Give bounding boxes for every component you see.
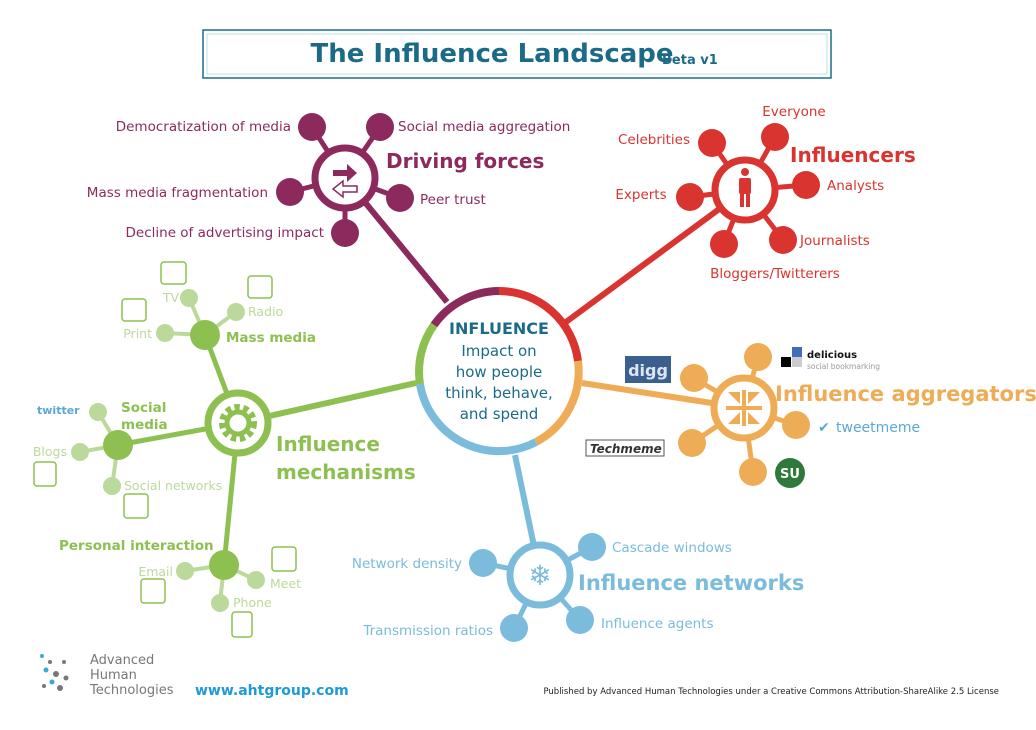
network-item: Cascade windows	[612, 540, 732, 556]
phone-label: Phone	[233, 595, 272, 610]
newspaper-icon	[121, 298, 147, 322]
center-node[interactable]: INFLUENCE Impact on how people think, be…	[415, 287, 583, 456]
svg-text:Technologies: Technologies	[89, 683, 174, 698]
mechanisms-cluster[interactable]: Influence mechanisms Mass media TV Radio…	[33, 261, 416, 638]
techmeme-logo[interactable]: Techmeme	[585, 439, 665, 457]
stumbleupon-logo[interactable]: SU	[775, 458, 805, 488]
people-icon	[271, 546, 297, 572]
svg-text:digg: digg	[628, 361, 668, 380]
mechanisms-label: Influence	[276, 432, 380, 456]
svg-text:Human: Human	[90, 668, 137, 683]
network-item: Transmission ratios	[362, 623, 493, 639]
mass-media-label: Mass media	[226, 330, 316, 346]
network-item: Network density	[352, 556, 462, 572]
social-media-label: Social	[121, 400, 166, 416]
website-link[interactable]: www.ahtgroup.com	[195, 683, 349, 699]
blog-icon	[33, 461, 57, 487]
networks-label: Influence networks	[578, 571, 804, 595]
version-label: Beta v1	[662, 53, 718, 68]
driving-item: Decline of advertising impact	[126, 225, 324, 241]
personal-interaction-label: Personal interaction	[59, 538, 214, 554]
driving-item: Democratization of media	[116, 119, 291, 135]
print-label: Print	[123, 326, 152, 341]
svg-text:SU: SU	[780, 467, 800, 482]
network-item: Influence agents	[601, 616, 714, 632]
network-snowflake-icon: ❄	[528, 559, 551, 592]
driving-item: Social media aggregation	[398, 119, 570, 135]
svg-text:Techmeme: Techmeme	[590, 442, 662, 456]
center-line: how people	[456, 363, 543, 381]
email-label: Email	[138, 564, 173, 579]
aht-logo	[40, 654, 69, 691]
center-line: and spend	[460, 405, 539, 423]
converging-arrows-icon	[726, 390, 762, 426]
center-line: think, behave,	[445, 384, 553, 402]
gear-icon	[219, 404, 257, 442]
driving-item: Mass media fragmentation	[87, 185, 268, 201]
networks-cluster[interactable]: ❄ Network density Cascade windows Transm…	[352, 533, 805, 642]
svg-text:Advanced: Advanced	[90, 653, 154, 668]
tv-icon	[160, 261, 187, 285]
center-line: Impact on	[461, 342, 536, 360]
footer: Advanced Human Technologies www.ahtgroup…	[40, 653, 999, 699]
bird-icon: ✔	[818, 420, 830, 436]
radio-icon	[247, 275, 273, 299]
driving-item: Peer trust	[420, 192, 486, 208]
twitter-logo: twitter	[37, 404, 80, 417]
influencer-item: Bloggers/Twitterers	[710, 266, 840, 282]
arrows-exchange-icon	[311, 144, 379, 212]
svg-text:social bookmarking: social bookmarking	[807, 362, 880, 371]
influencer-item: Celebrities	[618, 132, 690, 148]
license-text: Published by Advanced Human Technologies…	[543, 687, 999, 697]
social-media-label: media	[121, 417, 168, 433]
meet-label: Meet	[270, 576, 301, 591]
aggregators-cluster[interactable]: Influence aggregators digg delicious soc…	[585, 343, 1036, 488]
tweetmeme-logo[interactable]: ✔ tweetmeme	[818, 420, 920, 436]
radio-label: Radio	[248, 304, 283, 319]
influencer-item: Experts	[615, 187, 666, 203]
svg-text:tweetmeme: tweetmeme	[836, 420, 920, 436]
envelope-icon	[140, 578, 166, 604]
person-icon	[739, 168, 751, 207]
title-box: The Influence Landscape Beta v1	[202, 29, 832, 79]
influencers-cluster[interactable]: Everyone Celebrities Analysts Experts Jo…	[615, 104, 915, 282]
delicious-logo[interactable]: delicious social bookmarking	[781, 347, 880, 371]
svg-text:delicious: delicious	[807, 350, 857, 361]
page-title: The Influence Landscape	[310, 39, 673, 69]
driving-forces-cluster[interactable]: Democratization of media Social media ag…	[87, 113, 571, 247]
influencer-item: Journalists	[799, 233, 870, 249]
driving-forces-label: Driving forces	[386, 149, 544, 173]
digg-logo[interactable]: digg	[625, 356, 671, 383]
center-heading: INFLUENCE	[449, 319, 549, 338]
aggregators-label: Influence aggregators	[775, 382, 1036, 406]
tv-label: TV	[162, 290, 180, 305]
influencer-item: Everyone	[762, 104, 826, 120]
phone-icon	[231, 611, 253, 638]
influencer-item: Analysts	[827, 178, 884, 194]
mechanisms-label: mechanisms	[276, 460, 416, 484]
influencers-label: Influencers	[790, 143, 916, 167]
blogs-label: Blogs	[33, 444, 67, 459]
social-networks-label: Social networks	[124, 478, 222, 493]
network-icon	[123, 493, 149, 519]
